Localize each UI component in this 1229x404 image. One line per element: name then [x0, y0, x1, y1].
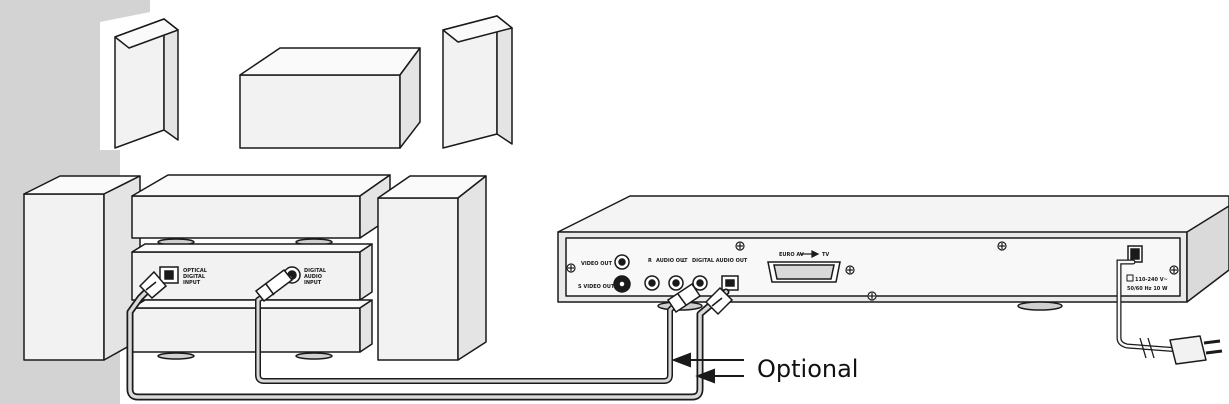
- optical-input-label-3: INPUT: [183, 280, 201, 286]
- scart-socket: [767, 261, 841, 283]
- power-socket: [1127, 245, 1143, 263]
- optical-plug-player: [704, 286, 734, 316]
- audio-out-r-jack: [644, 275, 660, 291]
- optional-label: Optional: [757, 355, 858, 383]
- euro-av-arrow-icon: [800, 250, 820, 258]
- audio-out-l-label: L: [682, 258, 686, 264]
- optical-input-label-1: OPTICAL: [183, 268, 208, 274]
- audio-out-label: AUDIO OUT: [656, 258, 688, 264]
- cord-break-icon: [1139, 337, 1155, 359]
- audio-out-l-jack: [668, 275, 684, 291]
- dvd-player: [557, 195, 1229, 311]
- power-rating-label-1: 110-240 V~: [1135, 277, 1168, 283]
- speaker-rear-left: [23, 175, 141, 361]
- screw-icons: [566, 241, 1179, 301]
- speaker-front-right: [442, 15, 513, 149]
- speaker-center: [239, 47, 421, 149]
- coax-input-label-2: AUDIO: [304, 274, 322, 280]
- optical-input-socket: [159, 266, 179, 284]
- hifi-unit-bottom: [131, 299, 373, 360]
- speaker-front-left: [114, 18, 179, 149]
- optional-arrow-icons: [671, 352, 744, 384]
- power-box-icon: [1126, 274, 1134, 282]
- coax-input-label-1: DIGITAL: [304, 268, 327, 274]
- optical-plug-hifi: [138, 270, 168, 300]
- video-out-jack: [614, 254, 630, 270]
- speaker-rear-right: [377, 175, 487, 361]
- tv-label: TV: [822, 252, 829, 258]
- digital-audio-out-label: DIGITAL AUDIO OUT: [692, 258, 748, 264]
- coax-plug-hifi: [254, 268, 294, 303]
- euro-av-label: EURO AV: [779, 252, 804, 258]
- power-plug-icon: [1169, 335, 1223, 365]
- hifi-unit-top: [131, 174, 391, 246]
- audio-out-r-label: R: [648, 258, 652, 264]
- coax-input-label-3: INPUT: [304, 280, 322, 286]
- power-rating-label-2: 50/60 Hz 10 W: [1127, 286, 1168, 292]
- video-out-label: VIDEO OUT: [581, 261, 613, 267]
- coax-plug-player: [666, 282, 702, 314]
- s-video-out-label: S VIDEO OUT: [578, 284, 615, 290]
- digital-optical-out-socket: [721, 275, 739, 291]
- optical-input-label-2: DIGITAL: [183, 274, 206, 280]
- hifi-unit-middle: [131, 243, 373, 301]
- digital-coax-out-jack: [692, 275, 708, 291]
- s-video-out-jack: [613, 275, 631, 293]
